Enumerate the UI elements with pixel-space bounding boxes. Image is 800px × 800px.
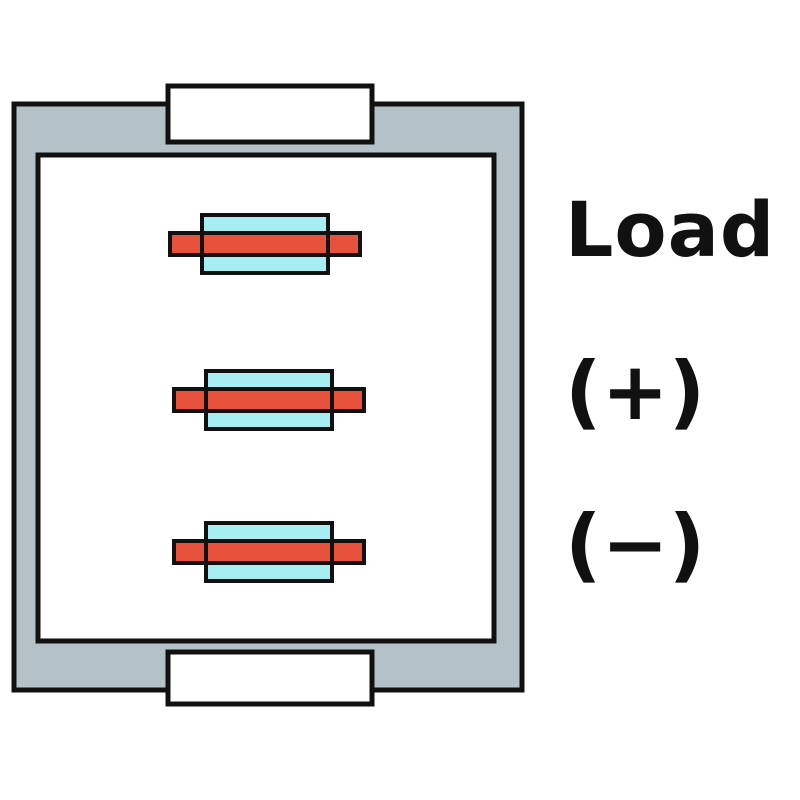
positive-label: (+)	[565, 345, 706, 438]
positive-pin	[172, 369, 366, 431]
terminal-blade	[172, 387, 366, 413]
terminal-blade	[168, 231, 362, 257]
negative-label: (−)	[565, 498, 706, 591]
negative-pin	[172, 521, 366, 583]
load-pin	[168, 213, 362, 275]
bottom-latch-tab	[165, 649, 375, 707]
load-label: Load	[565, 185, 776, 274]
terminal-blade	[172, 539, 366, 565]
top-latch-tab	[165, 83, 375, 145]
terminal-pins	[168, 213, 366, 583]
